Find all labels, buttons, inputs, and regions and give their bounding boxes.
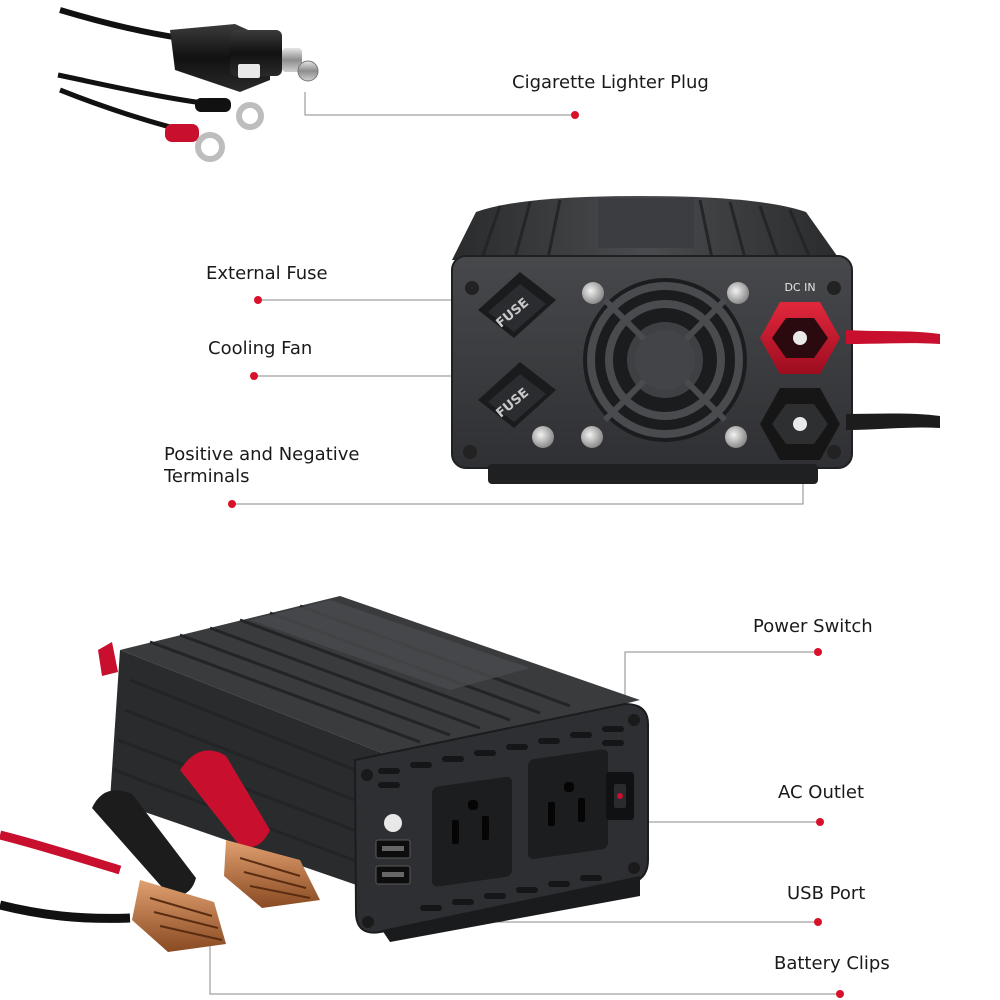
inverter-front-view bbox=[98, 596, 649, 942]
callout-dots bbox=[228, 111, 844, 998]
external-fuse: FUSE FUSE bbox=[478, 272, 556, 428]
usb-ports bbox=[375, 814, 411, 885]
label-ac-outlet: AC Outlet bbox=[778, 782, 865, 803]
dot-power-switch bbox=[814, 648, 822, 656]
label-cooling-fan: Cooling Fan bbox=[208, 338, 313, 359]
label-power-switch: Power Switch bbox=[753, 616, 873, 637]
label-cigarette-lighter-plug: Cigarette Lighter Plug bbox=[512, 72, 709, 93]
ac-outlets bbox=[432, 749, 608, 887]
dot-cooling-fan bbox=[250, 372, 258, 380]
negative-terminal bbox=[760, 388, 940, 460]
cigarette-lighter-cable bbox=[57, 7, 319, 162]
rear-screws bbox=[463, 281, 841, 459]
positive-terminal bbox=[760, 302, 940, 374]
dc-in-marking: DC IN bbox=[784, 281, 815, 294]
label-external-fuse: External Fuse bbox=[206, 263, 328, 284]
label-battery-clips: Battery Clips bbox=[774, 953, 890, 974]
power-switch bbox=[606, 772, 634, 820]
dot-external-fuse bbox=[254, 296, 262, 304]
dot-terminals bbox=[228, 500, 236, 508]
battery-clips bbox=[0, 750, 320, 952]
dot-usb-port bbox=[814, 918, 822, 926]
cooling-fan bbox=[583, 278, 747, 442]
label-terminals: Positive and Negative Terminals bbox=[164, 444, 360, 487]
dot-battery-clips bbox=[836, 990, 844, 998]
inverter-rear-view: FUSE FUSE DC IN bbox=[451, 196, 940, 484]
label-usb-port: USB Port bbox=[787, 883, 866, 904]
dot-cigarette-plug bbox=[571, 111, 579, 119]
dot-ac-outlet bbox=[816, 818, 824, 826]
